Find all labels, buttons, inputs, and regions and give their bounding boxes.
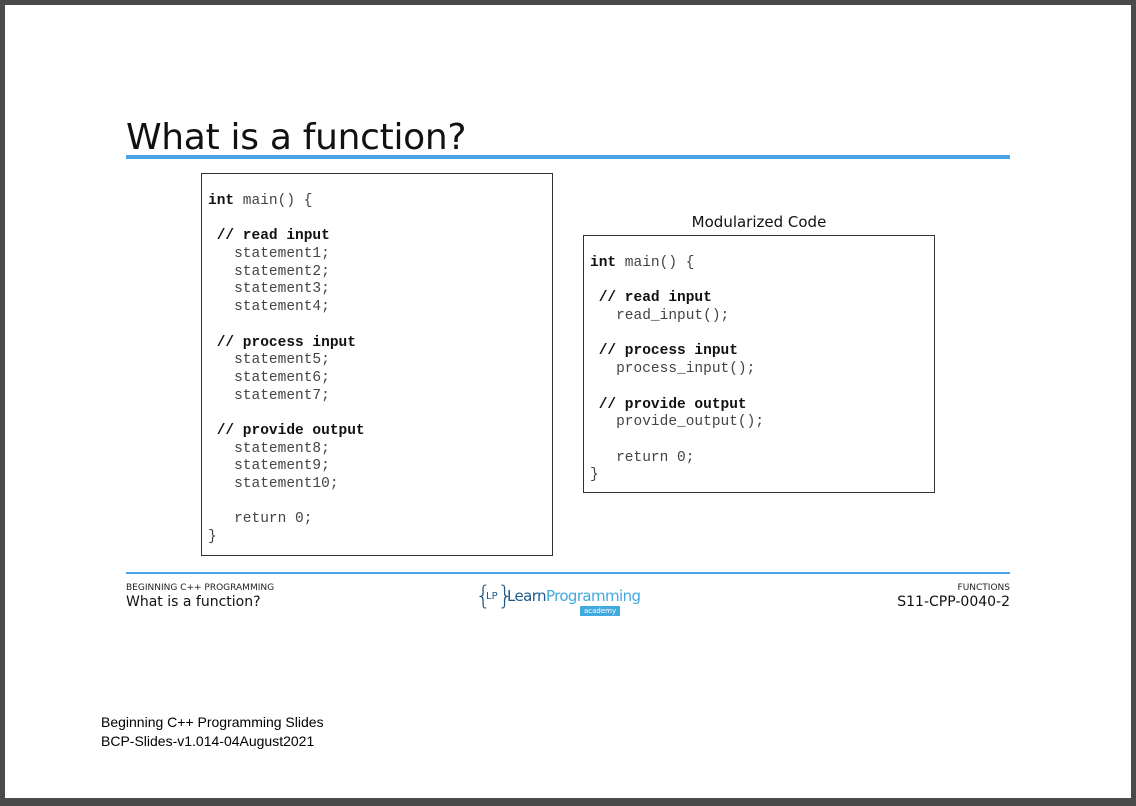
modularized-code-caption: Modularized Code xyxy=(691,213,827,231)
code-line: provide_output(); xyxy=(590,414,765,431)
code-line xyxy=(208,494,365,512)
code-line: statement2; xyxy=(208,263,330,280)
document-notes: Beginning C++ Programming Slides BCP-Sli… xyxy=(101,713,324,751)
code-line: statement8; xyxy=(208,440,330,457)
logo-programming-text: Programming xyxy=(545,587,641,605)
code-line: // read input xyxy=(208,228,330,245)
code-line xyxy=(590,432,764,450)
code-line: return 0; xyxy=(208,511,313,528)
original-code-listing: int main() { // read input statement1; s… xyxy=(208,193,365,547)
code-line: int main() { xyxy=(208,193,365,211)
code-line: // provide output xyxy=(590,396,747,413)
footer-slide-title: What is a function? xyxy=(126,594,261,610)
title-rule xyxy=(126,155,1010,159)
code-line: statement1; xyxy=(208,246,330,263)
logo-wordmark: LearnProgramming xyxy=(507,587,641,605)
code-line: statement10; xyxy=(208,476,339,492)
code-line: statement3; xyxy=(208,281,330,298)
code-line xyxy=(590,379,764,397)
original-code-box: int main() { // read input statement1; s… xyxy=(201,173,553,556)
code-line: read_input(); xyxy=(590,308,730,325)
slide-id: S11-CPP-0040-2 xyxy=(897,594,1010,610)
code-line: statement5; xyxy=(208,352,330,369)
code-line xyxy=(590,326,764,344)
code-line: statement4; xyxy=(208,299,330,316)
code-text: main() { xyxy=(234,193,313,209)
code-line xyxy=(208,405,365,423)
code-line: // read input xyxy=(590,290,712,307)
code-line: // process input xyxy=(208,334,356,351)
modularized-code-listing: int main() { // read input read_input();… xyxy=(590,255,764,485)
logo-close-brace-icon: } xyxy=(497,581,514,611)
code-line: } xyxy=(208,529,217,546)
code-line: statement6; xyxy=(208,369,330,386)
code-keyword: int xyxy=(208,193,235,209)
code-line: process_input(); xyxy=(590,361,756,378)
code-line: // process input xyxy=(590,343,738,360)
code-line xyxy=(208,211,365,229)
logo-lp-text: LP xyxy=(486,591,498,602)
code-line: // provide output xyxy=(208,422,365,439)
logo-learn-text: Learn xyxy=(507,587,547,605)
modularized-code-box: int main() { // read input read_input();… xyxy=(583,235,935,493)
code-line xyxy=(590,273,764,291)
code-line: } xyxy=(590,467,599,484)
code-keyword: int xyxy=(590,255,617,271)
code-line xyxy=(208,317,365,335)
code-line: return 0; xyxy=(590,449,695,466)
footer-rule xyxy=(126,572,1010,574)
logo-open-brace-icon: { xyxy=(475,581,492,611)
logo-academy-badge: academy xyxy=(580,606,621,616)
document-page: What is a function? int main() { // read… xyxy=(5,5,1131,798)
code-line: statement7; xyxy=(208,387,330,404)
code-line: statement9; xyxy=(208,458,330,475)
slide-title: What is a function? xyxy=(126,117,467,158)
code-text: main() { xyxy=(616,255,695,271)
code-line: int main() { xyxy=(590,255,764,273)
notes-title: Beginning C++ Programming Slides xyxy=(101,714,324,730)
section-name: FUNCTIONS xyxy=(957,583,1010,593)
notes-version: BCP-Slides-v1.014-04August2021 xyxy=(101,733,315,749)
course-name: BEGINNING C++ PROGRAMMING xyxy=(126,583,275,593)
learnprogramming-logo: { LP } LearnProgramming academy xyxy=(475,581,641,617)
